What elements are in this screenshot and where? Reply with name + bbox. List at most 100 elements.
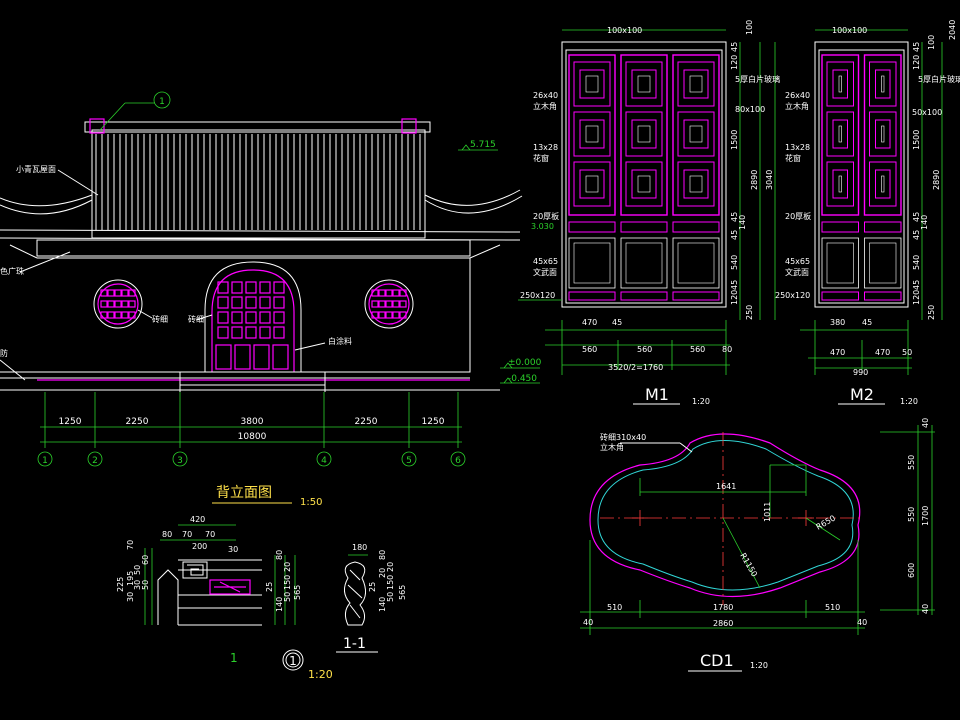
s11-r2: 80	[378, 550, 387, 560]
cd1-b1: 40	[583, 618, 593, 627]
detail-1: 420 80 70 70 200 30 225 70 30 195 30 50 …	[116, 515, 333, 681]
door-leaf-upper	[821, 54, 860, 216]
d1-top-5: 200	[192, 542, 207, 551]
m1-l8: 250x120	[520, 291, 555, 300]
m1-r4: 45	[730, 212, 739, 222]
m2-r1: 45	[912, 42, 921, 52]
cd1-b5: 40	[857, 618, 867, 627]
m2-l10: 50x100	[912, 108, 942, 117]
m1-l4: 花窗	[533, 153, 549, 163]
s11-r6: 20	[386, 562, 395, 572]
cd1-total: 2860	[713, 619, 733, 628]
m1-scale: 1:20	[692, 397, 710, 406]
d1-right-3: 140	[275, 597, 284, 612]
d1-right-4: 150	[283, 575, 292, 590]
d1-top-1: 420	[190, 515, 205, 524]
m1-r9: 120	[730, 290, 739, 305]
m1-r6: 45	[730, 230, 739, 240]
cd1-label2: 立木角	[600, 442, 624, 452]
axis-4: 4	[321, 456, 327, 466]
axis-2: 2	[92, 456, 98, 466]
s11-title: 1-1	[343, 636, 366, 652]
cd1-b3: 1780	[713, 603, 733, 612]
m2-r5: 140	[920, 215, 929, 230]
s11-r5: 150	[386, 575, 395, 590]
wall-label: 白涂料	[328, 336, 352, 346]
m1-r13: 3040	[765, 170, 774, 190]
m2-r8: 45	[912, 280, 921, 290]
m2-l2: 立木角	[785, 101, 809, 111]
axis-1: 1	[42, 456, 48, 466]
m2-b5: 50	[902, 348, 912, 357]
dim-2: 2250	[126, 417, 149, 427]
d1-right-1: 25	[265, 582, 274, 592]
m1-r5: 140	[738, 215, 747, 230]
m1-b6: 80	[722, 345, 732, 354]
m2-r2: 120	[912, 55, 921, 70]
d1-top-4: 70	[205, 530, 215, 539]
left-cut-label: 防	[0, 348, 8, 358]
cd1-scale: 1:20	[750, 661, 768, 670]
d1-number: 1	[289, 654, 297, 668]
d1-left-5: 30	[133, 580, 142, 590]
cd1-r3: 550	[907, 507, 916, 522]
cd1-b4: 510	[825, 603, 840, 612]
dim-3: 3800	[241, 417, 264, 427]
d1-left-7: 60	[141, 555, 150, 565]
round-window-label: 砖细	[152, 314, 168, 324]
cd1-r4: 600	[907, 563, 916, 578]
door-m2: 100x100 26x40 立木角 13x28 花窗 20厚板 45x65 文武…	[775, 20, 960, 406]
m1-total: 3520/2=1760	[608, 363, 663, 372]
m1-b2: 45	[612, 318, 622, 327]
m1-l1: 26x40	[533, 91, 558, 100]
axis-6: 6	[455, 456, 461, 466]
m1-l5: 20厚板	[533, 211, 559, 221]
m2-l3: 13x28	[785, 143, 810, 152]
m1-r8: 45	[730, 280, 739, 290]
elev-zero: ±0.000	[508, 358, 542, 368]
m2-r12: 2890	[932, 170, 941, 190]
d1-index: 1	[230, 651, 238, 665]
elev-ground: -0.450	[508, 374, 537, 384]
cd1-b2: 510	[607, 603, 622, 612]
d1-left-8: 50	[141, 580, 150, 590]
section-1-1: 180 25 80 20 140 150 20 50 565 1-1	[336, 543, 407, 653]
door-leaf-upper	[620, 54, 668, 216]
m1-l6: 45x65	[533, 257, 558, 266]
cd1-inner-3: R650	[815, 514, 838, 532]
m2-top-dim: 100x100	[832, 26, 867, 35]
dim-5: 1250	[422, 417, 445, 427]
m2-title: M2	[850, 385, 874, 404]
m1-b5: 560	[690, 345, 705, 354]
axis-5: 5	[406, 456, 412, 466]
roof-label: 小青瓦屋面	[16, 164, 56, 174]
d1-top-6: 30	[228, 545, 238, 554]
m1-l9: 5厚白片玻璃	[735, 74, 780, 84]
dim-4: 2250	[355, 417, 378, 427]
s11-r3: 20	[378, 568, 387, 578]
m1-elev: 3.030	[531, 222, 554, 231]
axis-markers: 1 2 3 4 5 6	[37, 451, 466, 467]
cd1-r6: 40	[921, 604, 930, 614]
m1-r1: 45	[730, 42, 739, 52]
m2-r13: 2040	[948, 20, 957, 40]
m1-r12: 2890	[750, 170, 759, 190]
door-leaf-upper	[568, 54, 616, 216]
d1-top-2: 80	[162, 530, 172, 539]
elev-top: 5.715	[470, 140, 496, 150]
m1-r11: 100	[745, 20, 754, 35]
d1-right-2: 80	[275, 550, 284, 560]
m2-b3: 470	[830, 348, 845, 357]
d1-right-dims: 25 80 140 150 20 50 565	[265, 550, 302, 612]
m1-l7: 文武面	[533, 267, 557, 277]
elevation-scale: 1:50	[300, 497, 322, 508]
d1-right-7: 565	[293, 585, 302, 600]
d1-top-3: 70	[182, 530, 192, 539]
s11-r8: 565	[398, 585, 407, 600]
m1-l3: 13x28	[533, 143, 558, 152]
m2-right-dims: 45 120 1500 45 140 45 540 45 120 250 100…	[912, 20, 957, 320]
d1-left-1: 225	[116, 577, 125, 592]
m2-l6: 45x65	[785, 257, 810, 266]
m2-total: 990	[853, 368, 868, 377]
